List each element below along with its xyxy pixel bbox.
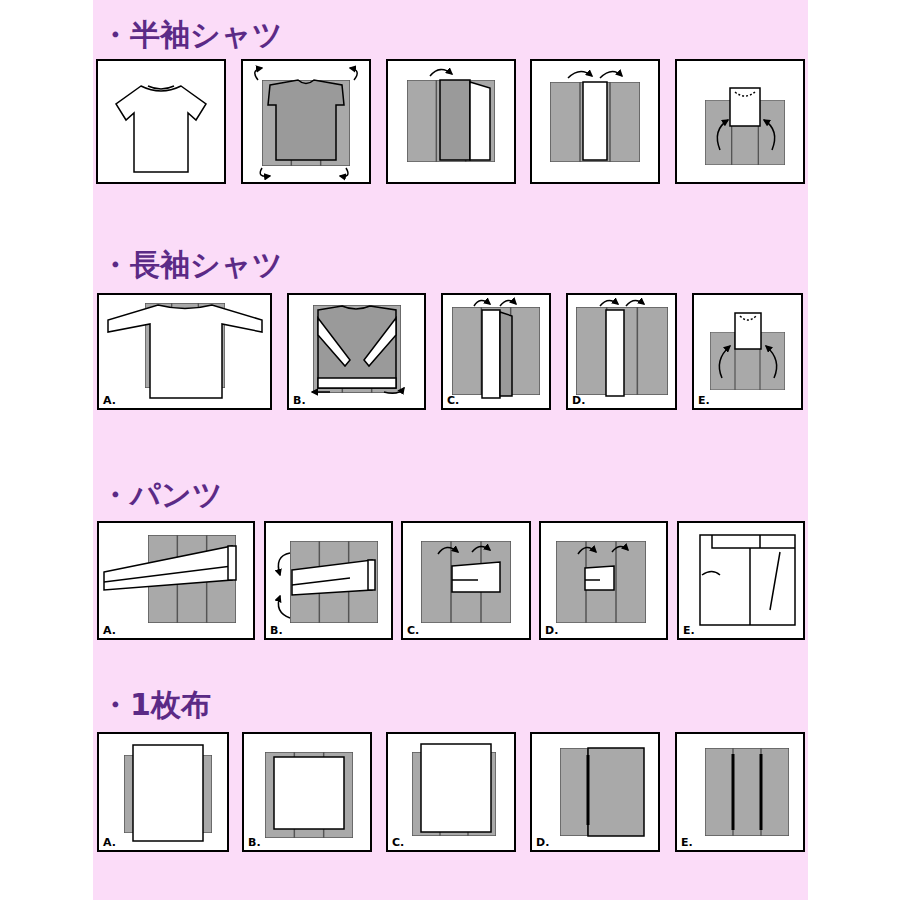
- step-letter: D.: [536, 837, 549, 848]
- step-letter: A.: [103, 395, 116, 406]
- step-panel: D.: [530, 732, 660, 852]
- step-letter: A.: [103, 625, 116, 636]
- step-letter: C.: [392, 837, 404, 848]
- section-heading: ・長袖シャツ: [100, 248, 283, 281]
- step-letter: C.: [407, 625, 419, 636]
- step-letter: B.: [270, 625, 283, 636]
- step-panel: E.: [677, 521, 805, 640]
- step-panel: D.: [566, 293, 677, 410]
- step-panel: B.: [264, 521, 393, 640]
- step-panel: A.: [97, 521, 255, 640]
- step-panel: D.: [539, 521, 668, 640]
- step-panel: C.: [386, 732, 516, 852]
- step-letter: B.: [248, 837, 261, 848]
- step-letter: E.: [683, 625, 695, 636]
- step-letter: D.: [545, 625, 558, 636]
- step-letter: E.: [698, 395, 710, 406]
- step-panel: E.: [675, 732, 805, 852]
- step-letter: C.: [447, 395, 459, 406]
- step-panel: B.: [287, 293, 426, 410]
- section-heading: ・半袖シャツ: [100, 18, 283, 51]
- step-letter: E.: [681, 837, 693, 848]
- step-letter: A.: [103, 837, 116, 848]
- step-panel: C.: [401, 521, 531, 640]
- section-heading: ・1枚布: [100, 688, 211, 721]
- step-letter: B.: [293, 395, 306, 406]
- step-panel: A.: [97, 293, 272, 410]
- section-heading: ・パンツ: [100, 478, 223, 511]
- step-panel: E.: [692, 293, 803, 410]
- step-panel: C.: [441, 293, 551, 410]
- step-panel: B.: [242, 732, 372, 852]
- step-letter: D.: [572, 395, 585, 406]
- step-panel: A.: [97, 732, 229, 852]
